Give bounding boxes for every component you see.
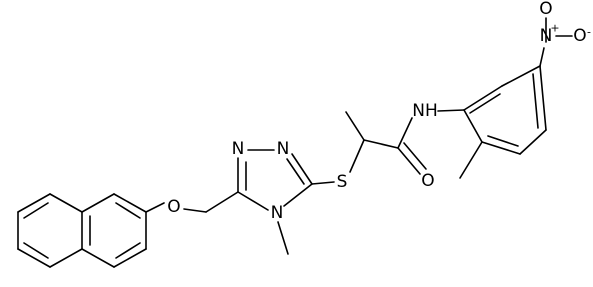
- bond-ring-nh: [437, 109, 465, 112]
- bond-ring-a6-inner: [532, 73, 539, 129]
- bond-tz-c3-n2: [291, 153, 313, 185]
- atom-amide-nh: NH: [412, 101, 438, 121]
- bond-n-methyl: [277, 221, 289, 255]
- bond-ring-a1: [501, 65, 541, 87]
- atom-triazole-n2: N: [277, 139, 290, 159]
- bond-ring-a6: [539, 65, 547, 131]
- bond-naph-r5-inner: [115, 242, 141, 259]
- atom-amide-o: O: [421, 171, 434, 191]
- bond-naph-l1: [49, 193, 83, 213]
- bond-naph-l4: [17, 248, 51, 268]
- bond-aryl-methyl: [459, 141, 483, 179]
- atom-nitro-o-right: O: [573, 26, 586, 46]
- bond-naph-r1: [113, 193, 147, 213]
- bond-naph-l5: [49, 248, 83, 268]
- bond-s-triazole: [311, 181, 335, 185]
- atom-nitro-o-top: O: [539, 0, 552, 19]
- bond-naph-l4-inner: [23, 242, 49, 259]
- bond-ring-a5: [519, 129, 547, 155]
- bond-tz-c5-n4: [237, 191, 269, 211]
- bond-ch-methyl: [345, 111, 365, 141]
- bond-no2-ring: [539, 47, 545, 67]
- atom-triazole-n4: N: [271, 203, 284, 223]
- bond-naph-r1-inner: [115, 202, 141, 219]
- bond-carbonyl-ch: [363, 139, 399, 149]
- bond-carbonyl-o-1: [397, 147, 421, 175]
- bond-naph-r2: [81, 193, 115, 213]
- bond-tz-n4-c3: [283, 183, 313, 207]
- bond-naph-l2: [17, 193, 51, 213]
- atom-label-layer: N + O O - NH O S N N N O: [167, 0, 591, 223]
- bond-ch-s: [349, 139, 365, 173]
- bond-ring-a4-inner: [487, 135, 519, 147]
- atom-nitro-n: N: [540, 26, 553, 46]
- bond-c5-ch2: [205, 191, 239, 213]
- bond-ring-a2-inner: [469, 93, 501, 114]
- bond-ring-a2: [463, 85, 503, 111]
- atom-thioether-s: S: [337, 172, 348, 192]
- bond-nh-carbonyl: [397, 117, 413, 149]
- bond-ch2-o: [183, 208, 207, 213]
- atom-nitro-o-charge: -: [587, 26, 591, 39]
- bond-tz-c3-n2-inner: [286, 158, 305, 185]
- atom-triazole-n1: N: [232, 139, 245, 159]
- bond-naph-l2-inner: [23, 202, 49, 219]
- bond-layer: [17, 17, 573, 268]
- bond-ring-a4: [481, 141, 521, 155]
- atom-nitro-n-charge: +: [550, 22, 559, 35]
- bond-naph-r4: [81, 248, 115, 268]
- bond-o-naphthyl: [145, 202, 165, 213]
- bond-carbonyl-o-2: [403, 142, 427, 170]
- bond-ring-a3: [463, 109, 483, 143]
- atom-ether-o: O: [167, 197, 180, 217]
- bond-naph-r5: [113, 248, 147, 268]
